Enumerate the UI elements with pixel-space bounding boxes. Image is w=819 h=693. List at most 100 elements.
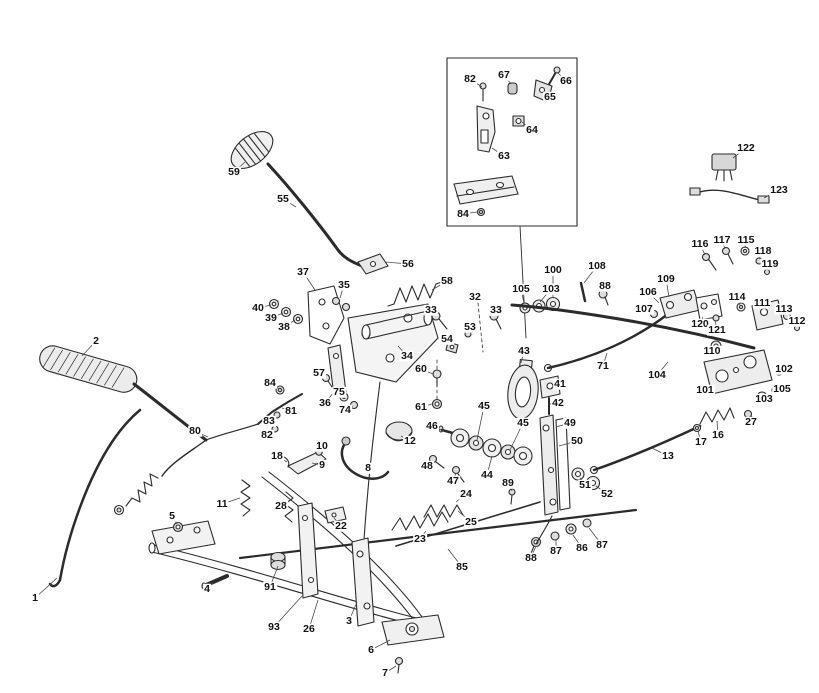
part-number-113: 113 bbox=[774, 302, 794, 315]
part-number-10: 10 bbox=[315, 439, 329, 452]
part-number-93: 93 bbox=[267, 620, 281, 633]
part-number-36: 36 bbox=[318, 396, 332, 409]
part-number-26: 26 bbox=[302, 622, 316, 635]
part-number-27: 27 bbox=[744, 415, 758, 428]
pivot-bracket-34 bbox=[268, 285, 502, 541]
part-number-80: 80 bbox=[188, 424, 202, 437]
part-number-51: 51 bbox=[578, 478, 592, 491]
part-number-100: 100 bbox=[543, 263, 563, 276]
part-number-16: 16 bbox=[711, 428, 725, 441]
part-number-32: 32 bbox=[468, 290, 482, 303]
part-number-84: 84 bbox=[263, 376, 277, 389]
part-number-33: 33 bbox=[424, 303, 438, 316]
bracket-56 bbox=[357, 253, 389, 275]
part-number-23: 23 bbox=[413, 532, 427, 545]
part-number-88: 88 bbox=[598, 279, 612, 292]
part-number-9: 9 bbox=[318, 458, 326, 471]
leader-line-45 bbox=[476, 405, 485, 441]
part-number-59: 59 bbox=[227, 165, 241, 178]
part-number-123: 123 bbox=[769, 183, 789, 196]
part-number-13: 13 bbox=[661, 449, 675, 462]
part-number-88: 88 bbox=[524, 551, 538, 564]
gear-knob-59 bbox=[230, 131, 364, 268]
part-number-28: 28 bbox=[274, 499, 288, 512]
part-number-37: 37 bbox=[296, 265, 310, 278]
part-number-103: 103 bbox=[754, 392, 774, 405]
part-number-22: 22 bbox=[334, 519, 348, 532]
part-number-109: 109 bbox=[656, 272, 676, 285]
part-number-112: 112 bbox=[787, 314, 807, 327]
part-number-52: 52 bbox=[600, 487, 614, 500]
part-number-1: 1 bbox=[31, 591, 39, 604]
part-number-104: 104 bbox=[647, 368, 667, 381]
part-number-105: 105 bbox=[772, 382, 792, 395]
part-number-41: 41 bbox=[553, 377, 567, 390]
part-number-63: 63 bbox=[497, 149, 511, 162]
inset-detail-box bbox=[446, 57, 578, 339]
part-number-86: 86 bbox=[575, 541, 589, 554]
part-number-71: 71 bbox=[596, 359, 610, 372]
part-number-7: 7 bbox=[381, 666, 389, 679]
part-number-114: 114 bbox=[727, 290, 747, 303]
connector-122 bbox=[711, 153, 737, 182]
part-number-119: 119 bbox=[760, 257, 780, 270]
part-number-42: 42 bbox=[551, 396, 565, 409]
part-number-85: 85 bbox=[455, 560, 469, 573]
part-number-48: 48 bbox=[420, 459, 434, 472]
cam-bracket-43 bbox=[431, 358, 561, 420]
part-number-122: 122 bbox=[736, 141, 756, 154]
part-number-49: 49 bbox=[563, 416, 577, 429]
part-number-55: 55 bbox=[276, 192, 290, 205]
fasteners-116-119 bbox=[701, 246, 771, 276]
part-number-105: 105 bbox=[511, 282, 531, 295]
part-number-117: 117 bbox=[712, 233, 732, 246]
rod-71 bbox=[543, 312, 670, 373]
part-number-66: 66 bbox=[559, 74, 573, 87]
part-number-43: 43 bbox=[517, 344, 531, 357]
part-number-50: 50 bbox=[570, 434, 584, 447]
part-number-33: 33 bbox=[489, 303, 503, 316]
part-number-65: 65 bbox=[543, 90, 557, 103]
part-number-4: 4 bbox=[203, 582, 211, 595]
part-number-17: 17 bbox=[694, 435, 708, 448]
brake-rod-1 bbox=[48, 408, 142, 588]
plate-120 bbox=[695, 293, 723, 322]
part-number-34: 34 bbox=[400, 349, 414, 362]
part-number-47: 47 bbox=[446, 474, 460, 487]
part-number-44: 44 bbox=[480, 468, 494, 481]
part-number-91: 91 bbox=[263, 580, 277, 593]
spring-58 bbox=[387, 281, 443, 307]
part-number-83: 83 bbox=[262, 414, 276, 427]
part-number-38: 38 bbox=[277, 320, 291, 333]
part-number-81: 81 bbox=[284, 404, 298, 417]
brake-cable-80 bbox=[113, 385, 303, 516]
part-number-45: 45 bbox=[516, 416, 530, 429]
part-number-35: 35 bbox=[337, 278, 351, 291]
part-number-120: 120 bbox=[690, 317, 710, 330]
part-number-39: 39 bbox=[264, 311, 278, 324]
part-number-12: 12 bbox=[403, 434, 417, 447]
part-number-82: 82 bbox=[260, 428, 274, 441]
part-number-89: 89 bbox=[501, 476, 515, 489]
part-number-60: 60 bbox=[414, 362, 428, 375]
part-number-106: 106 bbox=[638, 285, 658, 298]
part-number-64: 64 bbox=[525, 123, 539, 136]
part-number-87: 87 bbox=[549, 544, 563, 557]
part-number-40: 40 bbox=[251, 301, 265, 314]
part-number-45: 45 bbox=[477, 399, 491, 412]
part-number-58: 58 bbox=[440, 274, 454, 287]
part-number-121: 121 bbox=[707, 323, 727, 336]
part-number-57: 57 bbox=[312, 366, 326, 379]
part-number-56: 56 bbox=[401, 257, 415, 270]
part-number-6: 6 bbox=[367, 643, 375, 656]
part-number-25: 25 bbox=[464, 515, 478, 528]
spring-16-rod-13 bbox=[589, 407, 758, 475]
part-number-115: 115 bbox=[736, 233, 756, 246]
part-number-61: 61 bbox=[414, 400, 428, 413]
part-number-111: 111 bbox=[752, 296, 772, 309]
part-number-11: 11 bbox=[215, 497, 229, 510]
part-number-107: 107 bbox=[634, 302, 654, 315]
part-number-82: 82 bbox=[463, 72, 477, 85]
